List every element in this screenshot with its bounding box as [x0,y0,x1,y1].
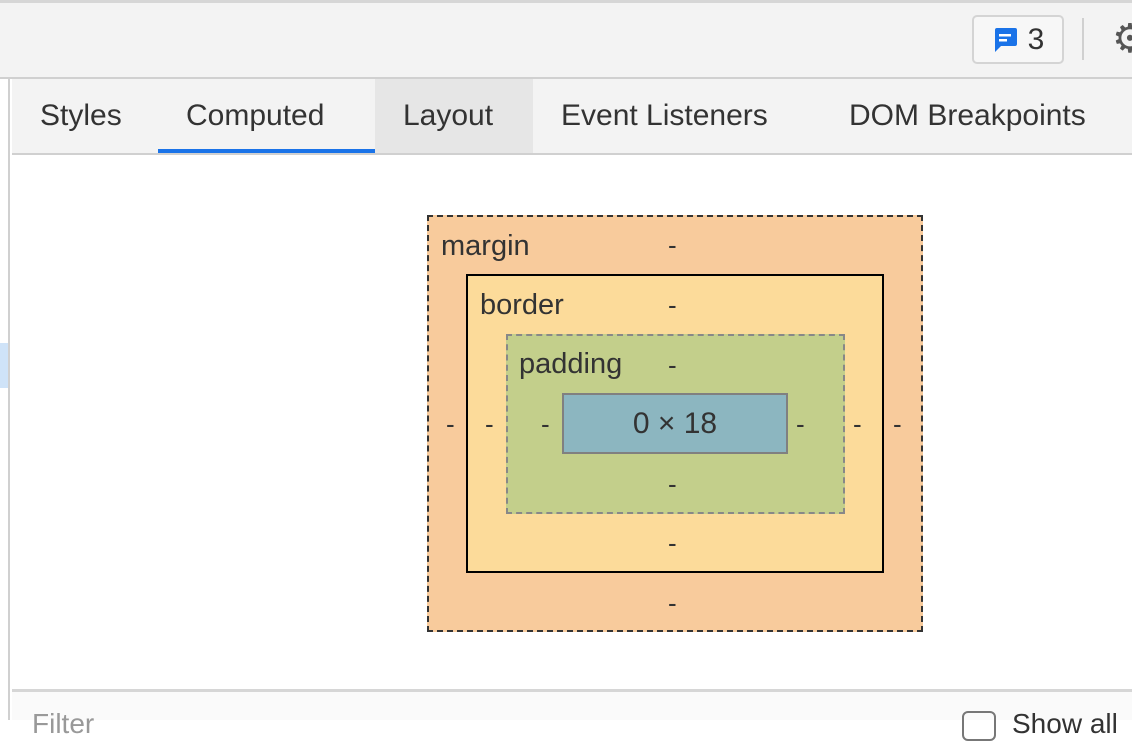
gear-icon[interactable]: ⚙ [1112,17,1132,61]
filter-input[interactable]: Filter [32,708,95,739]
message-icon [994,27,1017,52]
issues-count: 3 [1027,22,1045,56]
filter-bar [12,689,1132,720]
tab-dom-breakpoints[interactable]: DOM Breakpoints [849,99,1086,132]
show-all-checkbox[interactable] [962,711,996,741]
border-bottom[interactable]: - [668,528,677,558]
toolbar-divider [1082,18,1084,60]
border-top[interactable]: - [668,290,677,320]
margin-top[interactable]: - [668,230,677,260]
padding-top[interactable]: - [668,350,677,380]
border-label: border [480,289,564,321]
elements-panel-edge [0,79,10,720]
margin-left[interactable]: - [446,409,455,439]
padding-bottom[interactable]: - [668,469,677,499]
tab-event-listeners[interactable]: Event Listeners [561,99,768,132]
margin-label: margin [441,230,530,262]
padding-right[interactable]: - [796,409,805,439]
issues-button[interactable]: 3 [972,15,1064,64]
tab-layout[interactable]: Layout [375,79,533,153]
show-all-label[interactable]: Show all [1012,708,1118,739]
border-right[interactable]: - [853,409,862,439]
top-toolbar [0,0,1132,79]
content-box[interactable]: 0 × 18 [562,393,788,454]
padding-left[interactable]: - [541,409,550,439]
padding-label: padding [519,348,623,380]
selected-node-highlight [0,343,8,388]
margin-right[interactable]: - [893,409,902,439]
margin-bottom[interactable]: - [668,588,677,618]
tab-styles[interactable]: Styles [40,99,122,132]
border-left[interactable]: - [485,409,494,439]
tab-computed[interactable]: Computed [158,79,375,153]
sidebar-tabs: Styles Computed Layout Event Listeners D… [12,79,1132,155]
